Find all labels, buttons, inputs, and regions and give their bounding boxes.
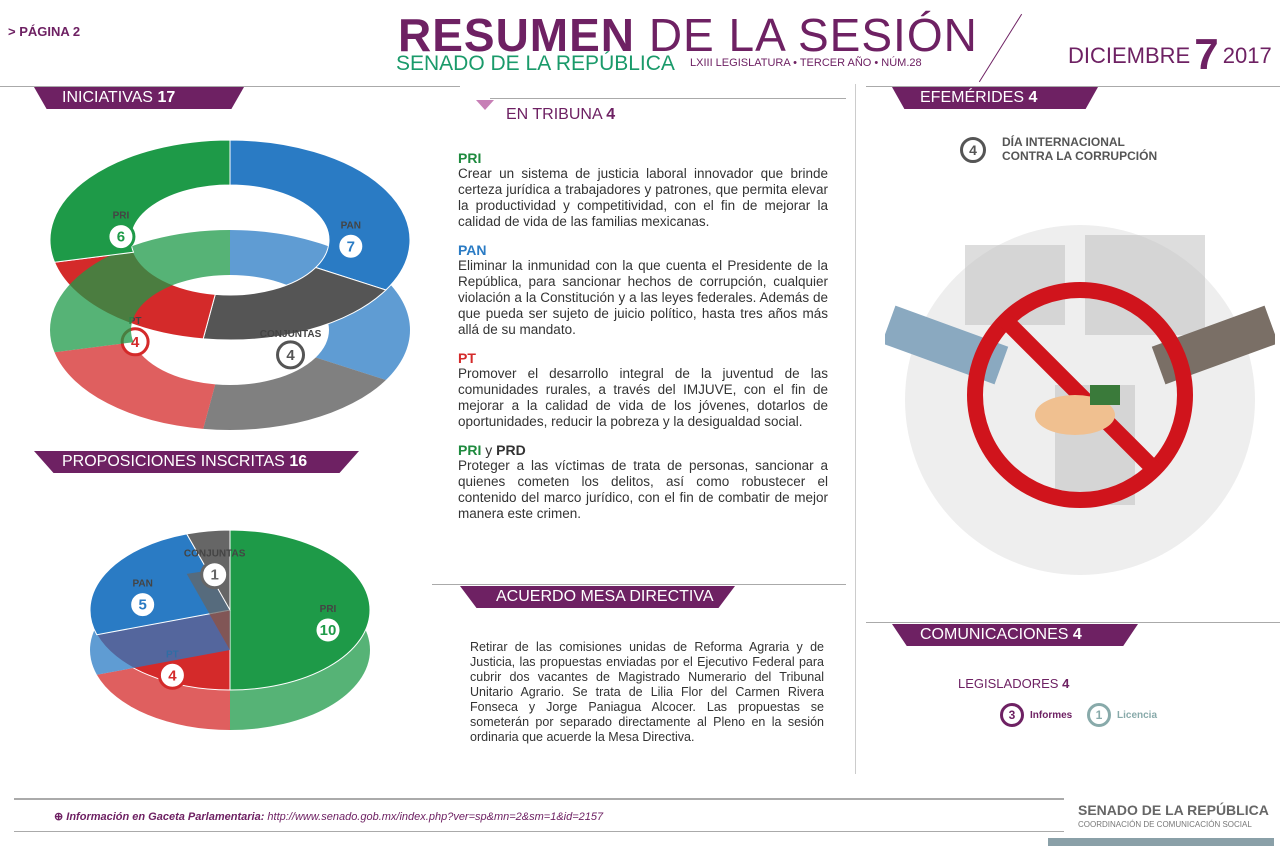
section-header-iniciativas: INICIATIVAS 17: [34, 87, 244, 109]
triangle-icon: [476, 100, 494, 110]
category-label: CONJUNTAS: [260, 329, 322, 340]
data-label-pri: 10 PRI: [313, 604, 343, 645]
party-label: PAN: [458, 242, 487, 258]
slice-pri: [229, 529, 371, 691]
licencia-label: Licencia: [1117, 710, 1158, 721]
informes-count: 3: [1000, 703, 1024, 727]
divider: [866, 86, 1280, 87]
prohibited-icon: [967, 282, 1193, 508]
item-text: Eliminar la inmunidad con la que cuenta …: [458, 258, 828, 337]
page-title: RESUMEN DE LA SESIÓN: [398, 9, 978, 61]
page-number: > PÁGINA 2: [8, 24, 81, 39]
plus-icon: ⊕: [54, 811, 67, 823]
item-text: Proteger a las víctimas de trata de pers…: [458, 458, 828, 521]
section-header-proposiciones: PROPOSICIONES INSCRITAS 16: [34, 451, 359, 473]
footer-accent: [1048, 838, 1274, 846]
divider: [855, 84, 856, 774]
legislature: LXIII LEGISLATURA • TERCER AÑO • NÚM.28: [690, 57, 922, 69]
legisladores-label: LEGISLADORES 4: [958, 676, 1070, 691]
section-header-comunicaciones: COMUNICACIONES 4: [892, 624, 1138, 646]
slice-pan: [89, 533, 231, 636]
svg-text:5: 5: [139, 597, 147, 614]
item-text: Promover el desarrollo integral de la ju…: [458, 366, 828, 429]
slice-pri: [49, 139, 231, 263]
party-label: PRI: [458, 150, 482, 166]
divider: [432, 584, 846, 585]
footer-org: SENADO DE LA REPÚBLICA: [1078, 802, 1269, 818]
anti-corruption-illustration: [885, 225, 1275, 575]
svg-text:7: 7: [347, 238, 355, 255]
org-name: SENADO DE LA REPÚBLICA: [396, 52, 675, 75]
data-label-pan: 5 PAN: [128, 579, 158, 620]
data-label-conjuntas: 4 CONJUNTAS: [260, 329, 322, 370]
money-icon: [1090, 385, 1120, 405]
slice-pan: [229, 139, 411, 291]
efemerides-count-badge: 4: [960, 137, 986, 163]
licencia-count: 1: [1087, 703, 1111, 727]
data-label-conjuntas: 1 CONJUNTAS: [184, 549, 246, 590]
category-label: PAN: [341, 220, 361, 231]
item-text: Crear un sistema de justicia laboral inn…: [458, 166, 828, 229]
party-label: PT: [458, 350, 476, 366]
data-label-pri: 6 PRI: [106, 211, 136, 252]
iniciativas-chart: 7 PAN 4 CONJUNTAS 4 PT 6 PRI: [49, 139, 411, 430]
slice-side-pt: [54, 342, 216, 429]
efemerides-item: DÍA INTERNACIONAL CONTRA LA CORRUPCIÓN: [1002, 135, 1158, 163]
footer-dept: COORDINACIÓN DE COMUNICACIÓN SOCIAL: [1078, 820, 1252, 829]
svg-text:1: 1: [210, 567, 218, 584]
acuerdo-text: Retirar de las comisiones unidas de Refo…: [470, 640, 824, 744]
category-label: PAN: [132, 579, 152, 590]
divider: [490, 98, 846, 99]
section-header-efemerides: EFEMÉRIDES 4: [892, 87, 1098, 109]
section-header-tribuna: EN TRIBUNA 4: [506, 106, 616, 123]
category-label: PRI: [113, 211, 130, 222]
section-header-acuerdo: ACUERDO MESA DIRECTIVA: [460, 586, 735, 608]
footer-bar: ⊕ Información en Gaceta Parlamentaria: h…: [14, 798, 1064, 832]
svg-text:10: 10: [320, 622, 337, 639]
slice-conjuntas: [202, 266, 387, 341]
category-label: PRI: [320, 604, 337, 615]
svg-text:4: 4: [131, 334, 140, 351]
divider: [978, 13, 1023, 83]
svg-text:4: 4: [286, 347, 295, 364]
divider: [0, 86, 460, 87]
slice-side-conjuntas: [203, 357, 386, 430]
svg-text:4: 4: [168, 667, 177, 684]
gaceta-link[interactable]: http://www.senado.gob.mx/index.php?ver=s…: [267, 811, 604, 823]
informes-label: Informes: [1030, 710, 1073, 721]
party-label: PRI y PRD: [458, 442, 526, 458]
divider: [866, 622, 1280, 623]
svg-text:6: 6: [117, 229, 125, 246]
category-label: CONJUNTAS: [184, 549, 246, 560]
proposiciones-chart: 10PRI4PT5PAN1CONJUNTAS: [89, 529, 371, 730]
category-label: PT: [129, 316, 142, 327]
slice-side-pri: [50, 230, 231, 353]
data-label-pan: 7 PAN: [336, 220, 366, 261]
